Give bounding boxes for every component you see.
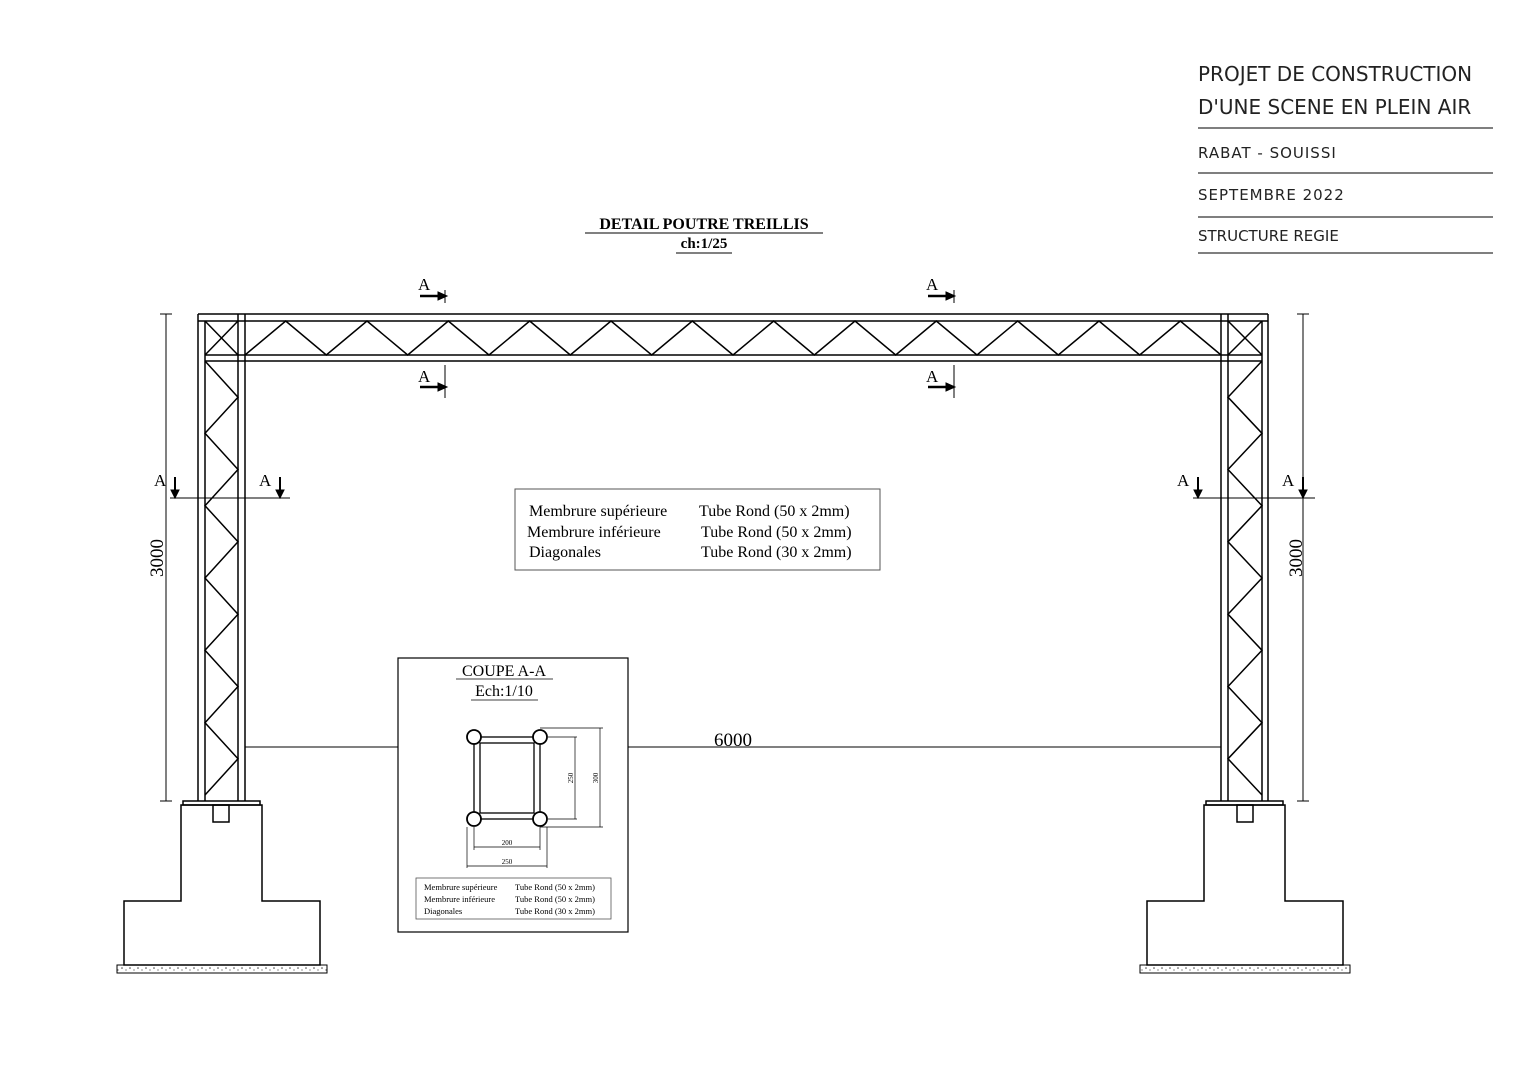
svg-text:A: A (1177, 471, 1190, 490)
tube-inner-outline (479, 742, 535, 814)
project-title-line2: D'UNE SCENE EN PLEIN AIR (1198, 95, 1471, 119)
section-markers: A A A A A A (154, 275, 1315, 500)
svg-text:A: A (926, 367, 939, 386)
chord-tube (532, 811, 548, 827)
drawing-title-group: DETAIL POUTRE TREILLIS ch:1/25 (585, 216, 823, 254)
spec-row-section: Tube Rond (50 x 2mm) (701, 524, 852, 541)
mini-spec-section: Tube Rond (50 x 2mm) (515, 894, 595, 904)
dimensions: 3000 3000 6000 (147, 313, 1309, 802)
chord-tube (532, 729, 548, 745)
mini-spec-member: Membrure supérieure (424, 882, 498, 892)
drawing-scale: ch:1/25 (681, 236, 728, 252)
svg-text:A: A (418, 367, 431, 386)
project-date: SEPTEMBRE 2022 (1198, 186, 1345, 204)
mini-spec-member: Membrure inférieure (424, 894, 495, 904)
right-blinding-layer (1139, 964, 1351, 974)
span-dimension: 6000 (245, 730, 1221, 751)
section-dims (466, 727, 603, 868)
spec-row-member: Membrure inférieure (527, 524, 661, 541)
section-detail: COUPE A-A Ech:1/10 250 (397, 657, 629, 933)
section-marker-right-inner: A (1177, 471, 1203, 500)
tube-outer-outline (473, 736, 541, 820)
section-marker-left-outer: A (154, 471, 180, 500)
svg-text:A: A (259, 471, 272, 490)
section-dim-inner-w: 200 (502, 839, 513, 847)
spec-row-section: Tube Rond (30 x 2mm) (701, 544, 852, 561)
project-subject: STRUCTURE REGIE (1198, 227, 1339, 245)
project-title-line1: PROJET DE CONSTRUCTION (1198, 62, 1472, 86)
spec-table: Membrure supérieure Tube Rond (50 x 2mm)… (514, 488, 881, 571)
left-column-diagonals (203, 360, 240, 796)
section-marker-top-left-upper: A (418, 275, 449, 303)
left-height-dimension: 3000 (147, 313, 172, 802)
left-anchor (212, 804, 230, 823)
left-blinding-layer (116, 964, 328, 974)
svg-text:A: A (926, 275, 939, 294)
right-height-dimension: 3000 (1286, 313, 1309, 802)
right-footing (1146, 804, 1344, 966)
svg-text:A: A (154, 471, 167, 490)
section-marker-top-right-upper: A (926, 275, 957, 303)
project-location: RABAT - SOUISSI (1198, 144, 1337, 162)
spec-table-frame (514, 488, 881, 571)
left-corner-brace (204, 320, 239, 356)
section-detail-title: COUPE A-A (462, 663, 546, 680)
section-marker-top-right-lower: A (926, 365, 957, 398)
mini-spec-frame (415, 877, 612, 920)
section-marker-left-inner: A (259, 471, 285, 500)
mini-spec-member: Diagonales (424, 906, 462, 916)
right-height-label: 3000 (1286, 539, 1307, 577)
right-anchor (1236, 804, 1254, 823)
beam-diagonals (244, 320, 1222, 356)
section-dim-outer-h: 300 (592, 772, 600, 783)
chord-tube (466, 729, 482, 745)
drawing-title: DETAIL POUTRE TREILLIS (599, 216, 808, 233)
mini-spec-section: Tube Rond (50 x 2mm) (515, 882, 595, 892)
section-detail-frame (397, 657, 629, 933)
left-height-label: 3000 (147, 539, 168, 577)
chord-tube (466, 811, 482, 827)
spec-row-member: Diagonales (529, 544, 601, 561)
spec-row-section: Tube Rond (50 x 2mm) (699, 503, 850, 520)
section-marker-top-left-lower: A (418, 365, 449, 398)
mini-spec-section: Tube Rond (30 x 2mm) (515, 906, 595, 916)
right-corner-brace (1227, 320, 1263, 356)
title-block: PROJET DE CONSTRUCTION D'UNE SCENE EN PL… (1198, 62, 1493, 254)
section-detail-scale: Ech:1/10 (475, 683, 533, 700)
svg-text:A: A (418, 275, 431, 294)
section-dim-outer-w: 250 (502, 858, 513, 866)
truss-frame (182, 313, 1284, 806)
span-label: 6000 (714, 730, 752, 751)
foundations (116, 804, 1351, 974)
section-dim-inner-h: 250 (567, 772, 575, 783)
spec-row-member: Membrure supérieure (529, 503, 667, 520)
tube-section (466, 729, 548, 827)
right-column-diagonals (1226, 360, 1264, 796)
svg-text:A: A (1282, 471, 1295, 490)
left-footing (123, 804, 321, 966)
